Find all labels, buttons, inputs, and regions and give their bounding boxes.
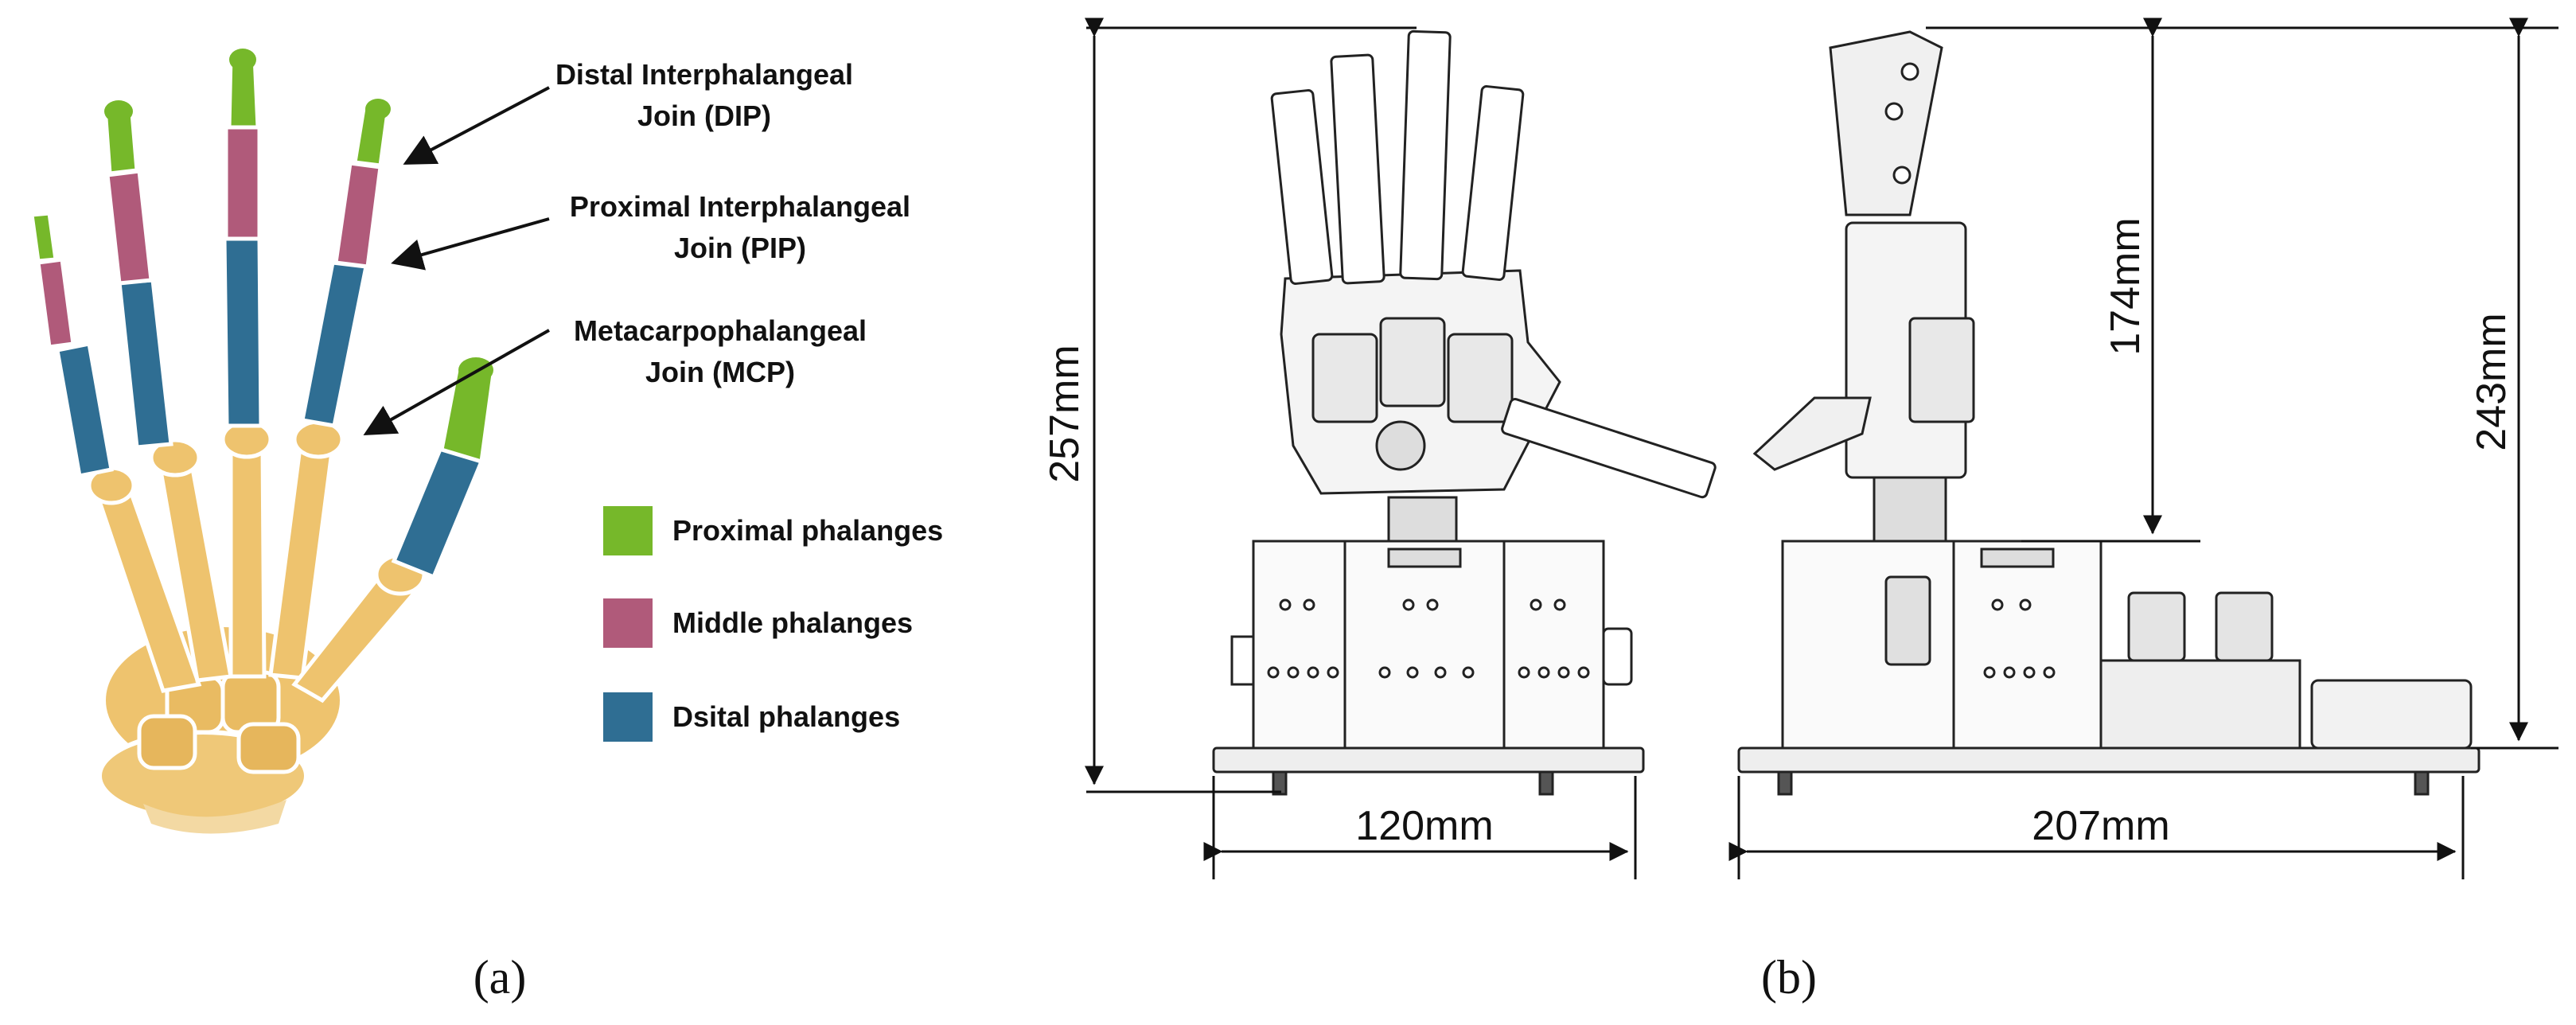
legend-label-middle: Middle phalanges (672, 606, 913, 639)
phalanges-legend: Proximal phalanges Middle phalanges Dsit… (603, 506, 943, 742)
caption-a: (a) (474, 951, 527, 1004)
finger-thumb (391, 357, 496, 580)
legend-swatch-proximal (603, 506, 653, 555)
mcp-arrow (363, 329, 550, 435)
legend-swatch-middle (603, 598, 653, 648)
legend-label-proximal: Proximal phalanges (672, 514, 943, 547)
robot-side-view (1737, 30, 2481, 796)
caption-b: (b) (1761, 951, 1817, 1004)
joint-annotation-arrows (363, 86, 550, 435)
metacarpal-bones (87, 419, 427, 703)
pip-arrow (391, 217, 550, 271)
dim-207-label: 207mm (2032, 803, 2169, 849)
mcp-label-line2: Join (MCP) (645, 356, 795, 388)
pip-label-line2: Join (PIP) (674, 232, 806, 264)
legend-label-distal: Dsital phalanges (672, 700, 900, 733)
finger-middle (222, 49, 263, 428)
robot-front-view (1212, 29, 1717, 796)
legend-swatch-distal (603, 692, 653, 742)
dip-arrow (403, 86, 550, 165)
dip-label-line1: Distal Interphalangeal (555, 58, 853, 91)
dimension-lines (1085, 18, 2558, 879)
dim-174-label: 174mm (2102, 217, 2149, 355)
pip-label-line1: Proximal Interphalangeal (570, 190, 910, 223)
dip-label-line2: Join (DIP) (637, 99, 771, 132)
dim-257-label: 257mm (1042, 345, 1088, 482)
mcp-label-line1: Metacarpophalangeal (574, 314, 867, 347)
dim-243-label: 243mm (2469, 313, 2515, 450)
joint-annotations: Distal Interphalangeal Join (DIP) Proxim… (555, 58, 910, 388)
hand-skeleton-illustration (29, 49, 496, 834)
finger-pinky (29, 211, 114, 478)
dim-120-label: 120mm (1355, 803, 1493, 849)
dimension-labels: 257mm 120mm 174mm 243mm 207mm (1042, 217, 2515, 849)
finger-ring (103, 100, 173, 450)
finger-index (300, 99, 391, 428)
